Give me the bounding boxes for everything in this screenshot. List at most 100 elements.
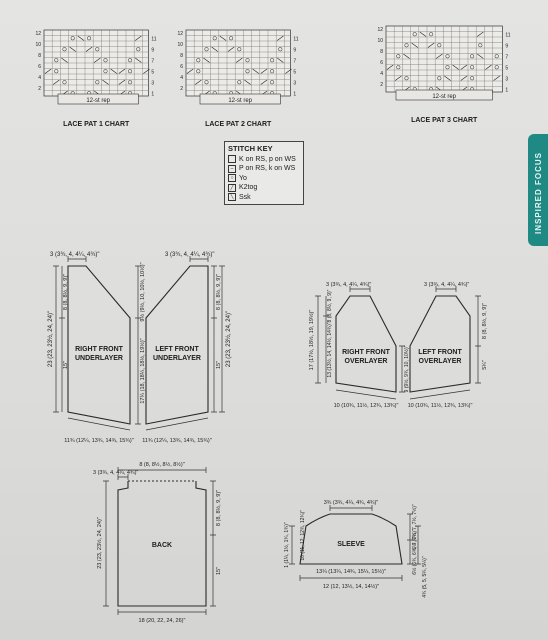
rfo-right-upper: 9 (9½, 9¾, 10, 10½)" [403,345,410,392]
schematic-outlines [67,265,471,607]
rfu-name-1: RIGHT FRONT [75,346,124,353]
stitch-key-row-purl: –P on RS, k on WS [228,164,300,174]
sleeve-right-mid: 6½ (6¾, 6¾, 7, 7½)" [411,529,418,575]
row-number-left: 2 [38,86,41,92]
left-front-overlayer-outline [409,295,471,393]
stitch-key-row-knit: K on RS, p on WS [228,155,300,165]
row-number-left: 4 [180,75,183,81]
rfo-left-lower: 13 (13½, 14, 14½, 14¾)" [326,322,333,377]
row-number-left: 2 [180,86,183,92]
back-outline [117,481,207,607]
rfo-name-2: OVERLAYER [345,358,388,365]
row-number-right: 7 [293,58,296,64]
row-number-left: 10 [35,42,41,48]
rfu-right-upper: 9½ (9½, 10, 10½, 10½)" [139,262,146,321]
row-number-left: 10 [377,38,383,44]
rep-label: 12-st rep [86,98,110,104]
sleeve-top-outer: 10 (11, 12, 12¾, 12¾)" [300,510,306,561]
row-number-left: 12 [377,27,383,33]
back-top-shoulder: 3 (3¾, 4, 4¼, 4¾)" [93,470,138,476]
sleeve-bottom-inner: 13¼ (13¼, 14¾, 15¼, 15½)" [316,568,386,575]
left-front-underlayer-outline [145,265,209,425]
sleeve-right-upper: 6½ (6¾, 7, 7½, 7½)" [411,504,418,550]
lfo-name-1: LEFT FRONT [418,349,462,356]
dash-icon: – [228,164,236,173]
row-number-right: 1 [505,87,508,93]
backslash-icon: ╲ [228,193,236,202]
stitch-key-title: STITCH KEY [228,144,273,153]
box-icon [228,155,236,164]
right-front-overlayer-outline [335,295,397,393]
sleeve-top: 3¾ (3¾, 4¼, 4¾, 4¾)" [324,500,379,506]
row-number-left: 8 [38,53,41,59]
row-number-right: 3 [151,80,154,86]
row-number-right: 3 [293,80,296,86]
back-right-upper: 8 (8, 8½, 9, 9)" [215,490,222,526]
rfo-top: 3 (3¾, 4, 4¼, 4¾)" [326,282,371,288]
dimension-lines [53,256,481,615]
stitch-key-row-ssk: ╲Ssk [228,193,300,203]
row-number-left: 12 [35,31,41,37]
rfo-left-total: 17 (17½, 18½, 19, 19½)" [308,310,315,371]
rfu-name-2: UNDERLAYER [75,355,123,362]
row-number-left: 6 [38,64,41,70]
chart-title: LACE PAT 2 CHART [205,121,272,128]
row-number-left: 4 [380,71,383,77]
lfo-right-upper: 8 (8, 8½, 9, 9)" [481,303,488,339]
row-number-right: 11 [151,36,156,42]
back-right-lower: 15" [216,567,222,575]
lfo-bottom: 10 (10¾, 11½, 12¾, 13¾)" [408,402,473,409]
slash-icon: ╱ [228,183,236,192]
row-number-right: 5 [505,65,508,71]
rfu-right-lower: 17¼ (18, 18¼, 18½, 19½)" [139,338,146,403]
lfu-right-lower: 15" [216,361,222,369]
section-tab-label: INSPIRED FOCUS [534,151,543,234]
row-number-right: 1 [151,91,154,97]
back-name: BACK [152,542,172,549]
rep-label: 12-st rep [228,98,252,104]
back-top-total: 8 (8, 8½, 8½, 8½)" [139,461,184,468]
row-number-right: 11 [293,36,298,42]
row-number-right: 5 [151,69,154,75]
lfo-right-lower: 5¼" [482,360,488,370]
circle-icon: ○ [228,174,236,183]
stitch-key-row-k2tog: ╱K2tog [228,183,300,193]
row-number-left: 6 [180,64,183,70]
rfu-left-lower: 15" [63,361,69,369]
stitch-key-row-yo: ○Yo [228,174,300,184]
row-number-left: 2 [380,82,383,88]
lfu-top: 3 (3¾, 4, 4¼, 4¾)" [165,252,215,258]
row-number-right: 9 [293,47,296,53]
back-bottom: 18 (20, 22, 24, 26)" [139,618,186,624]
row-number-left: 10 [177,42,183,48]
row-number-right: 11 [505,32,510,38]
lfu-name-2: UNDERLAYER [153,355,201,362]
rfo-bottom: 10 (10¾, 11½, 12¾, 13¾)" [334,402,399,409]
row-number-left: 6 [380,60,383,66]
lfo-name-2: OVERLAYER [419,358,462,365]
stitch-key: STITCH KEY K on RS, p on WS –P on RS, k … [224,141,304,205]
sleeve-name: SLEEVE [337,541,365,548]
sleeve-left: 1 (1¼, 1½, 1¾, 1¾)" [283,522,290,568]
row-number-right: 3 [505,76,508,82]
lfu-bottom: 11¾ (12¼, 13¾, 14¾, 15¾)" [142,438,211,444]
sleeve-bottom: 12 (12, 13½, 14, 14½)" [323,583,379,590]
row-number-right: 7 [505,54,508,60]
rfu-left-total: 23 (23, 23½, 24, 24)" [47,311,54,367]
right-front-underlayer-outline [67,265,131,425]
rfu-top: 3 (3¾, 4, 4¼, 4¾)" [50,252,100,258]
row-number-left: 8 [180,53,183,59]
row-number-right: 5 [293,69,296,75]
row-number-right: 9 [151,47,154,53]
section-tab: INSPIRED FOCUS [528,134,548,246]
lfu-right-upper: 8 (8, 8½, 9, 9)" [215,274,222,310]
rep-label: 12-st rep [432,94,456,100]
row-number-left: 4 [38,75,41,81]
row-number-right: 7 [151,58,154,64]
row-number-left: 12 [177,31,183,37]
lfo-top: 3 (3¾, 4, 4¼, 4¾)" [424,282,469,288]
